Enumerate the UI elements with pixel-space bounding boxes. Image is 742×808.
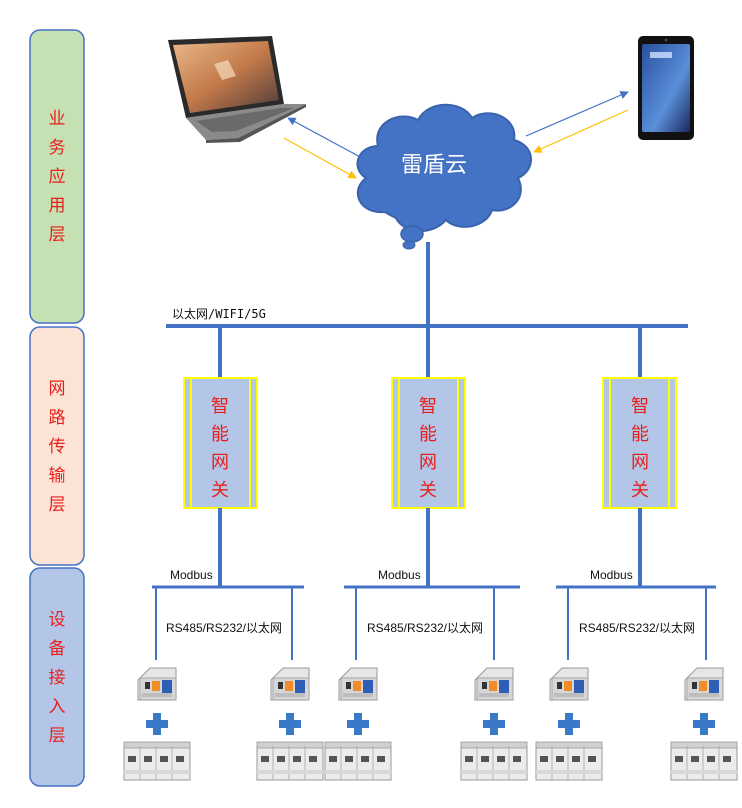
layer-net-label: 网路传输层: [49, 379, 66, 515]
arrows-laptop: [283, 117, 363, 179]
surge-protector-icon: [670, 741, 738, 781]
layer-net: 网路传输层: [29, 326, 85, 566]
interface-label: RS485/RS232/以太网: [367, 620, 483, 635]
circuit-breaker-icon: [549, 667, 589, 701]
circuit-breaker-icon: [270, 667, 310, 701]
surge-protector-icon: [535, 741, 603, 781]
laptop-icon: [168, 36, 306, 143]
arrow-to-phone: [525, 91, 629, 137]
gateway-label: 智能网关: [631, 396, 649, 501]
layer-device-label: 设备接入层: [49, 610, 66, 746]
gateway-box: 智能网关: [391, 377, 466, 509]
surge-protector-icon: [324, 741, 392, 781]
modbus-label: Modbus: [590, 568, 633, 582]
arrow-to-laptop: [287, 117, 363, 159]
layer-app-label: 业务应用层: [49, 109, 66, 245]
cloud-label: 雷盾云: [401, 153, 467, 178]
circuit-breaker-icon: [137, 667, 177, 701]
gateway-label: 智能网关: [211, 396, 229, 501]
plus-icon: [279, 713, 301, 735]
surge-protector-icon: [460, 741, 528, 781]
gateway-box: 智能网关: [602, 377, 677, 509]
interface-label: RS485/RS232/以太网: [579, 620, 695, 635]
gateway-label: 智能网关: [419, 396, 437, 501]
surge-protector-icon: [256, 741, 324, 781]
smartphone-icon: [638, 36, 694, 140]
modbus-label: Modbus: [378, 568, 421, 582]
interface-label: RS485/RS232/以太网: [166, 620, 282, 635]
circuit-breaker-icon: [338, 667, 378, 701]
cloud-icon: 雷盾云: [356, 103, 532, 250]
layer-app: 业务应用层: [29, 29, 85, 324]
arrows-phone: [525, 91, 629, 153]
plus-icon: [146, 713, 168, 735]
arrow-from-laptop: [283, 137, 357, 179]
circuit-breaker-icon: [684, 667, 724, 701]
circuit-breaker-icon: [474, 667, 514, 701]
plus-icon: [558, 713, 580, 735]
plus-icon: [693, 713, 715, 735]
surge-protector-icon: [123, 741, 191, 781]
layer-device: 设备接入层: [29, 567, 85, 787]
plus-icon: [347, 713, 369, 735]
plus-icon: [483, 713, 505, 735]
network-label: 以太网/WIFI/5G: [172, 306, 266, 321]
modbus-label: Modbus: [170, 568, 213, 582]
gateway-box: 智能网关: [183, 377, 258, 509]
arrow-from-phone: [533, 109, 629, 153]
